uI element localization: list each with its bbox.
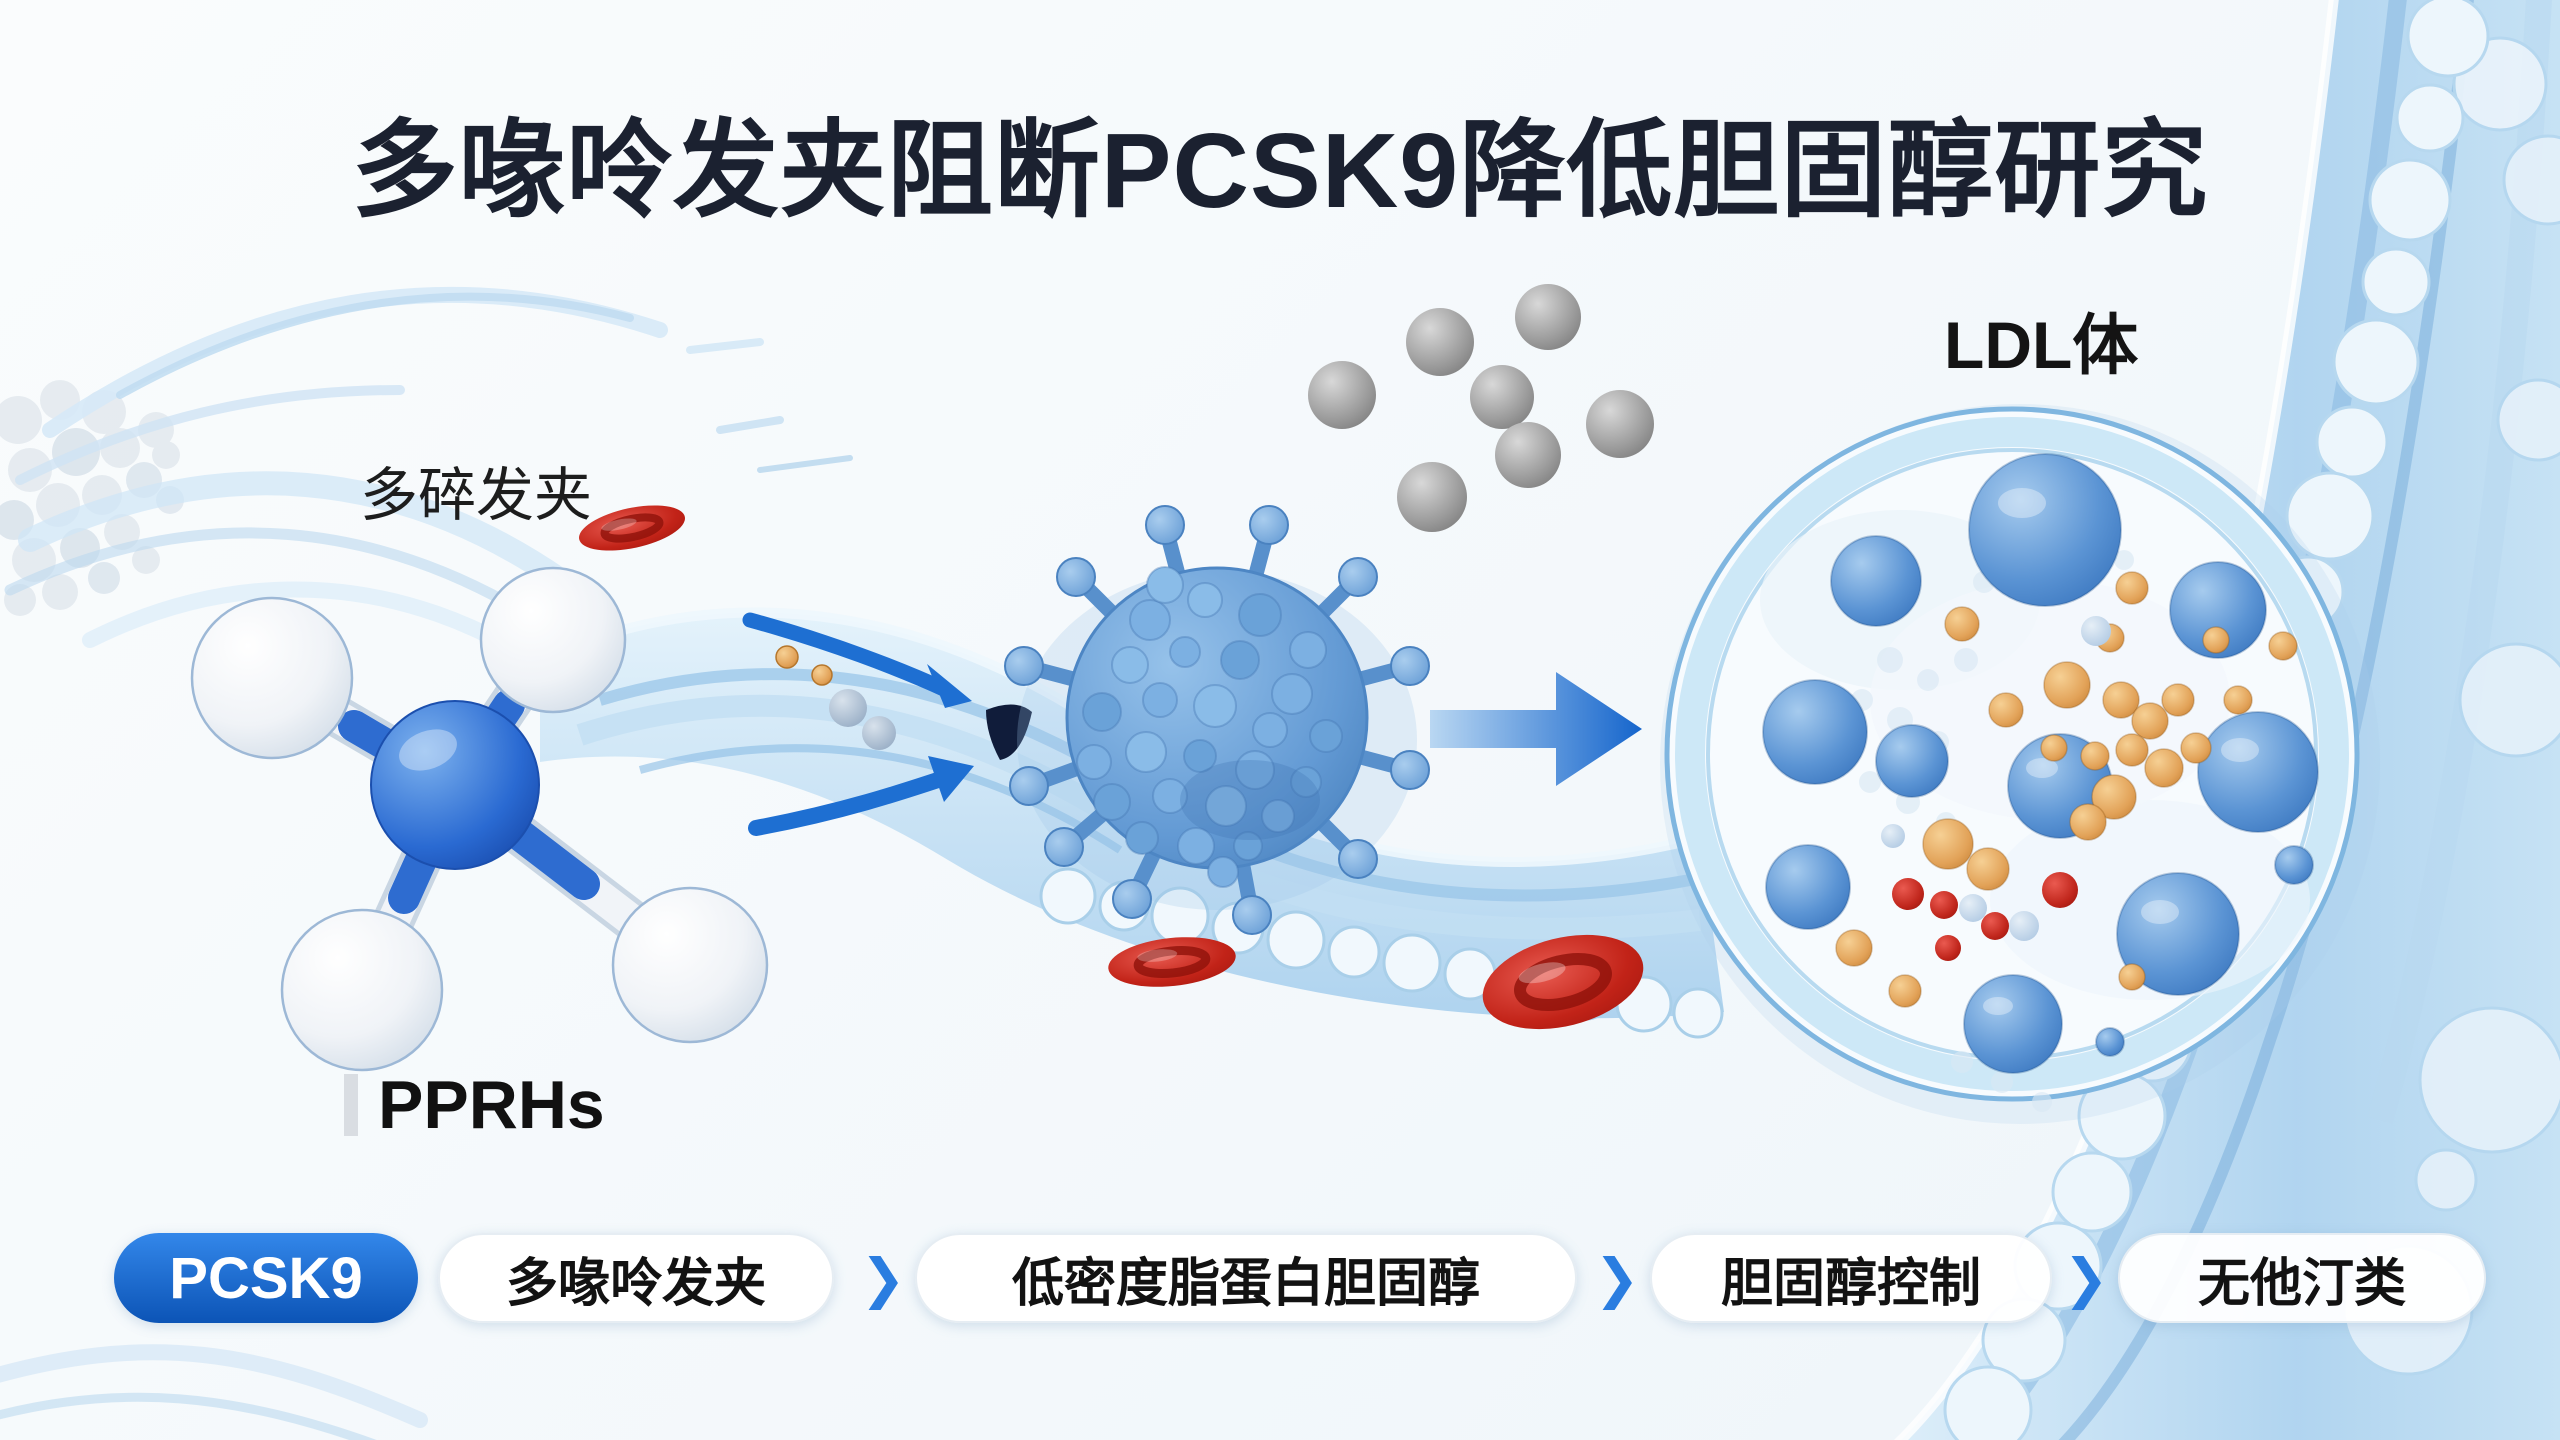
ldl-red-spheres	[1892, 872, 2078, 961]
page-title: 多喙呤发夹阻断PCSK9降低胆固醇研究	[351, 112, 2209, 230]
chevron-right-icon: ❯	[860, 1248, 906, 1309]
pcsk9-badge: PCSK9	[114, 1233, 418, 1323]
red-blood-cell	[1108, 937, 1236, 987]
chevron-right-icon: ❯	[1594, 1248, 1640, 1309]
pcsk9-virus-particle	[1004, 505, 1430, 935]
ldl-orange-spheres	[1835, 571, 2298, 1008]
ldl-blue-spheres	[1762, 453, 2319, 1074]
red-blood-cell	[579, 505, 685, 551]
pprh-molecule	[190, 566, 769, 1072]
caption-accent-bar	[344, 1074, 358, 1136]
small-flow-arrow-icon	[742, 612, 1032, 836]
molecule-caption: PPRHs	[344, 1066, 605, 1144]
red-blood-cell	[1482, 934, 1644, 1030]
molecule-caption-text: PPRHs	[378, 1067, 605, 1143]
chevron-right-icon: ❯	[2063, 1248, 2109, 1309]
cholesterol-particles	[1308, 284, 1654, 532]
flow-step-hairpin: 多喙呤发夹	[438, 1233, 834, 1323]
flow-step-cholesterol-control: 胆固醇控制	[1650, 1233, 2052, 1323]
signal-particles	[775, 645, 896, 750]
ldl-particle	[1660, 404, 2380, 1124]
ldl-pale-spheres	[1881, 616, 2111, 941]
hairpin-annotation: 多碎发夹	[360, 463, 593, 528]
arrow-right-icon	[1430, 672, 1642, 786]
flow-step-ldl-cholesterol: 低密度脂蛋白胆固醇	[915, 1233, 1577, 1323]
flow-step-no-statins: 无他汀类	[2118, 1233, 2486, 1323]
ldl-annotation: LDL体	[1944, 308, 2139, 382]
